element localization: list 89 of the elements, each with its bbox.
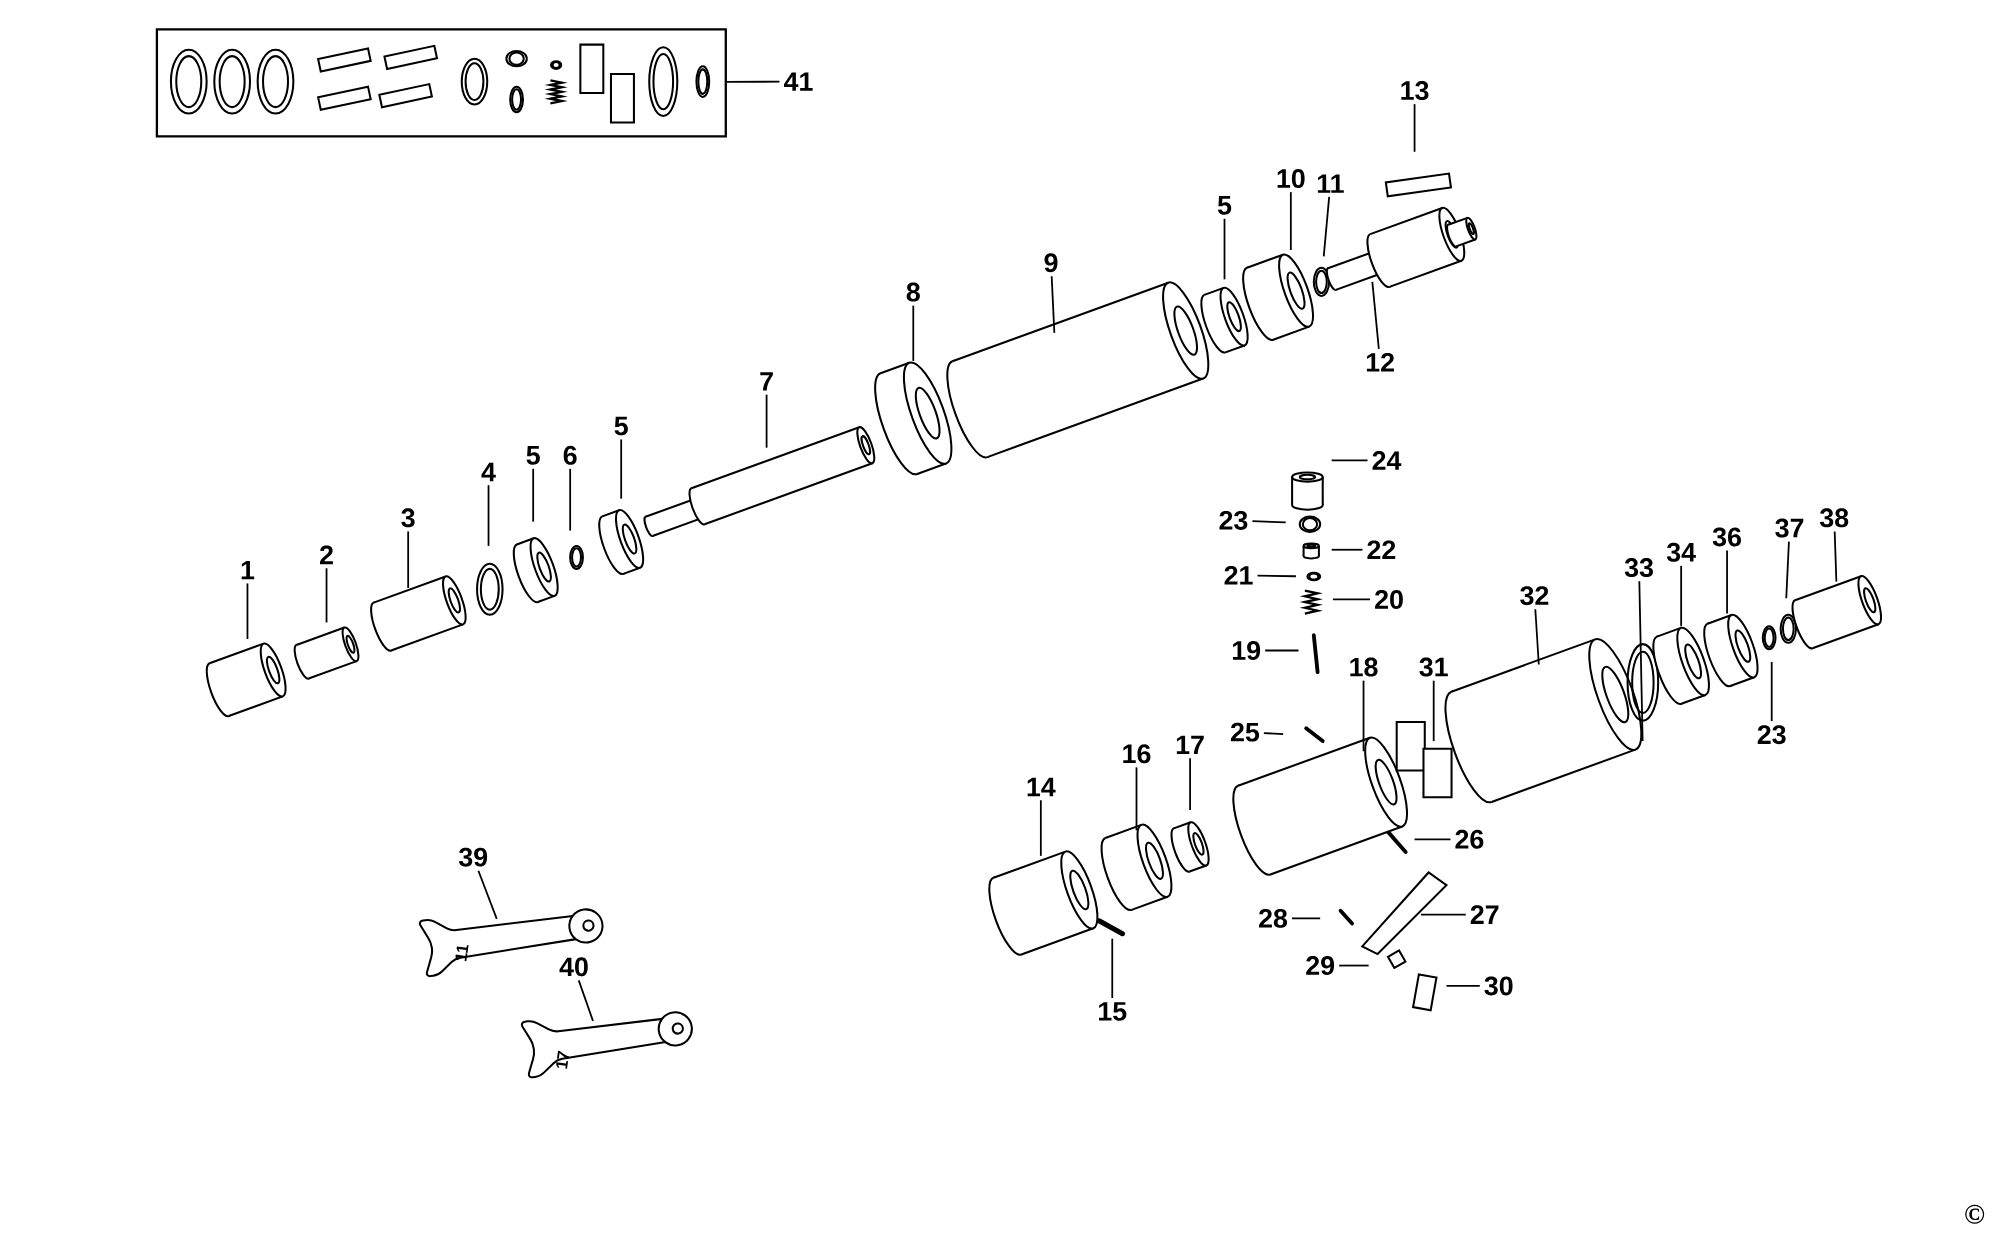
callout-number: 12 [1366, 352, 1394, 372]
leader-line [477, 869, 498, 920]
callout-number: 23 [1219, 510, 1248, 530]
callout-number: 7 [760, 372, 773, 391]
callout-number: 9 [1044, 253, 1058, 273]
callout-number: 11 [1317, 174, 1344, 193]
callout-number: 28 [1259, 908, 1288, 928]
leader-line [765, 393, 768, 449]
callout-number: 27 [1470, 905, 1499, 924]
callout-number: 19 [1232, 641, 1261, 660]
leader-line [1330, 548, 1364, 551]
leader-line [487, 484, 490, 547]
callout-number: 34 [1666, 542, 1696, 562]
callout-number: 39 [458, 847, 488, 867]
leader-line [1338, 964, 1370, 967]
callout-number: 38 [1819, 508, 1849, 528]
leader-line [1189, 757, 1191, 811]
leader-line [1111, 937, 1114, 999]
leader-line [1289, 191, 1292, 251]
callout-number: 14 [1027, 777, 1056, 797]
leader-line [325, 567, 328, 624]
leader-line [1332, 598, 1371, 601]
callout-number: 2 [320, 545, 333, 565]
callout-number: 36 [1712, 527, 1741, 547]
leader-line [1251, 520, 1287, 524]
callout-number: 17 [1176, 735, 1204, 755]
leader-line [1291, 917, 1322, 920]
leader-line [1680, 565, 1683, 628]
leader-line [1322, 196, 1331, 258]
leader-line [1264, 649, 1300, 652]
copyright-mark: © [1965, 1204, 1985, 1224]
leader-line [532, 467, 535, 523]
callout-number: 32 [1520, 586, 1549, 606]
callout-number: 4 [481, 462, 496, 482]
leader-line [1833, 530, 1838, 583]
callout-number: 10 [1277, 169, 1305, 189]
leader-line [1770, 661, 1773, 722]
callout-number: 29 [1306, 956, 1335, 976]
callout-number: 24 [1372, 451, 1402, 470]
callout-number: 16 [1123, 744, 1151, 764]
leader-line [1263, 732, 1285, 735]
leader-line [1413, 103, 1416, 153]
callout-number: 5 [1217, 196, 1232, 215]
leader-line [620, 438, 623, 500]
callout-number: 30 [1484, 976, 1513, 996]
callout-number: 23 [1757, 725, 1786, 745]
leader-line [1445, 985, 1481, 987]
leader-line [1362, 679, 1365, 753]
callout-number: 13 [1401, 81, 1429, 101]
callout-number: 37 [1775, 518, 1804, 538]
kit-box [155, 28, 727, 138]
leader-line [1371, 281, 1380, 350]
leader-line [569, 468, 572, 532]
callout-number: 40 [559, 957, 588, 977]
leader-line [577, 979, 594, 1022]
leader-line [1534, 608, 1540, 666]
callout-number: 26 [1455, 829, 1484, 849]
callout-number: 6 [563, 445, 577, 465]
leader-line [246, 582, 249, 640]
leader-line [1726, 549, 1728, 615]
leader-line [1135, 766, 1138, 832]
leader-line [1432, 679, 1435, 742]
callout-number: 1 [241, 560, 255, 580]
leader-line [1785, 540, 1790, 600]
callout-number: 8 [906, 282, 920, 302]
wrench: 17 [520, 1011, 693, 1079]
callout-number: 18 [1350, 657, 1378, 677]
leader-line [407, 530, 410, 589]
leader-line [1039, 799, 1042, 857]
leader-line [1256, 574, 1297, 578]
callout-number: 31 [1419, 657, 1448, 677]
callout-number: 21 [1224, 565, 1253, 585]
callout-number: 33 [1624, 558, 1653, 578]
leader-line [1638, 580, 1644, 742]
callout-number: 41 [784, 72, 813, 91]
leader-line [912, 304, 915, 362]
callout-number: 5 [614, 416, 628, 436]
callout-number: 5 [526, 446, 540, 465]
leader-line [1420, 913, 1467, 916]
callout-number: 22 [1367, 540, 1396, 560]
leader-line [726, 80, 781, 83]
callout-number: 15 [1099, 1002, 1127, 1021]
callout-number: 20 [1375, 590, 1403, 609]
callout-number: 25 [1230, 722, 1260, 742]
callout-number: 3 [401, 508, 415, 528]
leader-line [1413, 838, 1452, 841]
leader-line [1223, 217, 1226, 281]
leader-line [1330, 459, 1369, 462]
leader-line [1050, 275, 1056, 334]
